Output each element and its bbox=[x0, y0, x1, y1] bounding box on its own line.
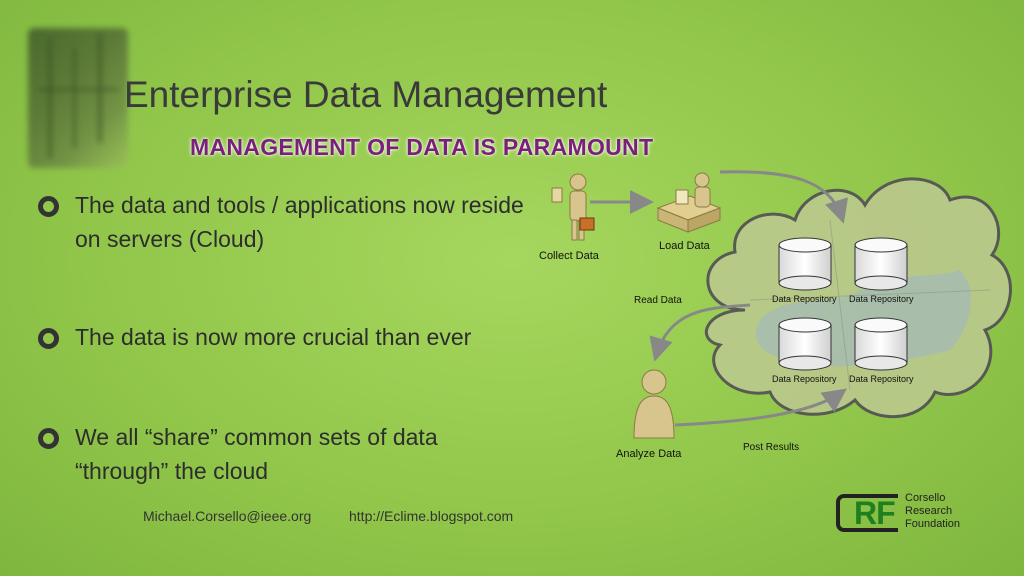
crf-logo: RF Corsello Research Foundation bbox=[836, 492, 1016, 536]
logo-bracket bbox=[836, 494, 898, 532]
repository-label: Data Repository bbox=[772, 374, 837, 384]
page-title: Enterprise Data Management bbox=[124, 74, 608, 115]
bullet-text: We all “share” common sets of data “thro… bbox=[75, 424, 438, 484]
footer-blog-url: http://Eclime.blogspot.com bbox=[349, 508, 514, 524]
bullet-item: The data and tools / applications now re… bbox=[38, 188, 528, 258]
analyze-data-label: Analyze Data bbox=[616, 448, 682, 460]
database-icon bbox=[854, 317, 908, 371]
data-flow-diagram: Collect Data Load Data Read Data Analyze… bbox=[530, 160, 1024, 470]
logo-org-line: Corsello bbox=[905, 492, 946, 504]
database-icon bbox=[854, 237, 908, 291]
repository-label: Data Repository bbox=[849, 374, 914, 384]
bullet-ring-icon bbox=[38, 328, 59, 349]
bullet-ring-icon bbox=[38, 196, 59, 217]
analyst-icon bbox=[633, 369, 675, 439]
bullet-item: The data is now more crucial than ever bbox=[38, 320, 528, 356]
database-icon bbox=[778, 237, 832, 291]
bullet-text: The data and tools / applications now re… bbox=[75, 192, 524, 252]
database-icon bbox=[778, 317, 832, 371]
page-subtitle: MANAGEMENT OF DATA IS PARAMOUNT bbox=[190, 134, 654, 160]
logo-org-line: Research bbox=[905, 505, 953, 517]
read-data-label: Read Data bbox=[634, 295, 682, 306]
repository-label: Data Repository bbox=[849, 294, 914, 304]
collect-data-label: Collect Data bbox=[539, 250, 599, 262]
bullet-text: The data is now more crucial than ever bbox=[75, 324, 472, 350]
load-data-label: Load Data bbox=[659, 240, 710, 252]
circuit-board-image bbox=[28, 28, 128, 168]
person-icon bbox=[551, 173, 595, 241]
logo-org-line: Foundation bbox=[905, 518, 961, 530]
repository-label: Data Repository bbox=[772, 294, 837, 304]
logo-org-name: Corsello Research Foundation bbox=[905, 492, 960, 531]
desk-worker-icon bbox=[656, 172, 722, 233]
bullet-ring-icon bbox=[38, 428, 59, 449]
logo-letters: RF bbox=[854, 495, 896, 531]
post-results-label: Post Results bbox=[743, 442, 800, 453]
bullet-item: We all “share” common sets of data “thro… bbox=[38, 420, 528, 490]
footer-email: Michael.Corsello@ieee.org bbox=[143, 508, 312, 524]
